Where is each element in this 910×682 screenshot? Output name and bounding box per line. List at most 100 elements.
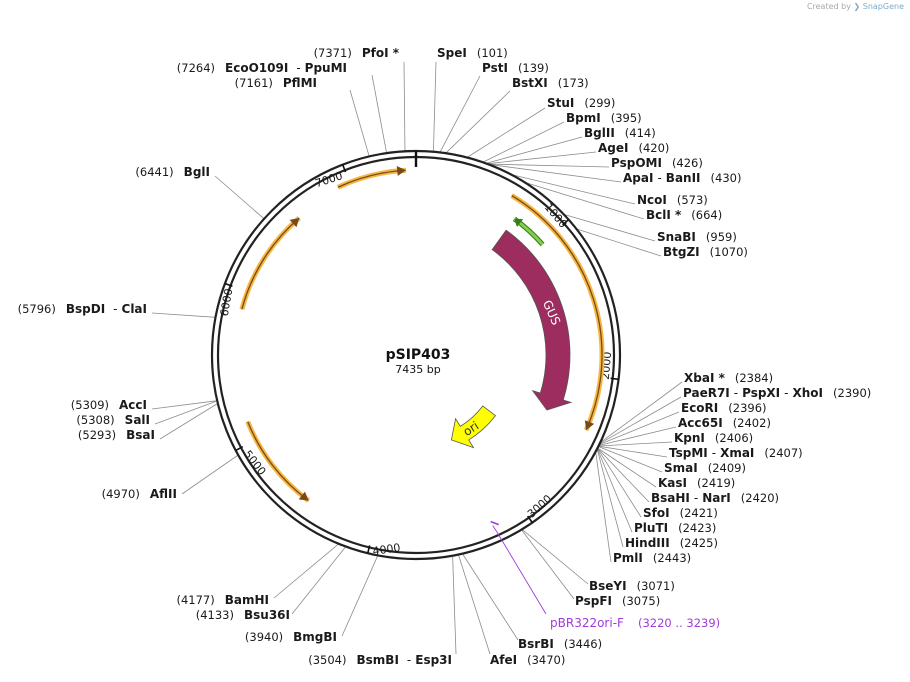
site-kasi[interactable]: KasI(2419)	[658, 476, 735, 490]
enzyme-name[interactable]: BseYI	[589, 579, 627, 593]
site-ecoo109i[interactable]: PpuMI-EcoO109I(7264)	[177, 61, 347, 75]
enzyme-name[interactable]: BglI	[184, 165, 210, 179]
enzyme-name[interactable]: Esp3I	[415, 653, 452, 667]
enzyme-name[interactable]: AflII	[150, 487, 177, 501]
site-pmli[interactable]: PmlI(2443)	[613, 551, 691, 565]
enzyme-name[interactable]: KpnI	[674, 431, 705, 445]
site-bgli[interactable]: BglI(6441)	[135, 165, 210, 179]
site-ncoi[interactable]: NcoI(573)	[637, 193, 708, 207]
site-bpmi[interactable]: BpmI(395)	[566, 111, 642, 125]
enzyme-name[interactable]: BsaHI	[651, 491, 690, 505]
site-psti[interactable]: PstI(139)	[482, 61, 549, 75]
enzyme-name[interactable]: NcoI	[637, 193, 667, 207]
feature-ori[interactable]: ori	[450, 405, 497, 449]
enzyme-name[interactable]: BtgZI	[663, 245, 700, 259]
enzyme-name[interactable]: StuI	[547, 96, 574, 110]
site-paer7i[interactable]: PaeR7I-PspXI-XhoI(2390)	[683, 386, 871, 400]
site-bspdi[interactable]: ClaI-BspDI(5796)	[18, 302, 147, 316]
enzyme-name[interactable]: PpuMI	[305, 61, 347, 75]
enzyme-name[interactable]: BsaI	[126, 428, 155, 442]
site-bsrbi[interactable]: BsrBI(3446)	[518, 637, 602, 651]
enzyme-name[interactable]: BmgBI	[293, 630, 337, 644]
site-btgzi[interactable]: BtgZI(1070)	[663, 245, 748, 259]
enzyme-name[interactable]: Acc65I	[678, 416, 723, 430]
site-bamhi[interactable]: BamHI(4177)	[176, 593, 269, 607]
enzyme-name[interactable]: SfoI	[643, 506, 670, 520]
site-hindiii[interactable]: HindIII(2425)	[625, 536, 718, 550]
site-aflii[interactable]: AflII(4970)	[102, 487, 177, 501]
enzyme-name[interactable]: BanII	[666, 171, 701, 185]
enzyme-name[interactable]: AfeI	[490, 653, 517, 667]
site-pluti[interactable]: PluTI(2423)	[634, 521, 716, 535]
site-kpni[interactable]: KpnI(2406)	[674, 431, 753, 445]
site-bsahi[interactable]: BsaHI-NarI(2420)	[651, 491, 779, 505]
site-bstxi[interactable]: BstXI(173)	[512, 76, 589, 90]
enzyme-name[interactable]: BglII	[584, 126, 615, 140]
feature-gus[interactable]: GUS	[491, 229, 573, 411]
enzyme-name[interactable]: SmaI	[664, 461, 698, 475]
feature-shape[interactable]	[450, 405, 497, 449]
site-bseyi[interactable]: BseYI(3071)	[589, 579, 675, 593]
enzyme-name[interactable]: TspMI	[669, 446, 708, 460]
enzyme-name[interactable]: XmaI	[720, 446, 754, 460]
enzyme-name[interactable]: SalI	[125, 413, 150, 427]
enzyme-name[interactable]: HindIII	[625, 536, 670, 550]
primer-name[interactable]: pBR322ori-F	[550, 616, 624, 630]
site-bsu36i[interactable]: Bsu36I(4133)	[196, 608, 290, 622]
enzyme-name[interactable]: PspXI	[742, 386, 780, 400]
enzyme-name[interactable]: AgeI	[598, 141, 628, 155]
site-afei[interactable]: AfeI(3470)	[490, 653, 565, 667]
enzyme-name[interactable]: XbaI *	[684, 371, 726, 385]
enzyme-name[interactable]: PluTI	[634, 521, 668, 535]
enzyme-name[interactable]: PspOMI	[611, 156, 662, 170]
enzyme-name[interactable]: PaeR7I	[683, 386, 730, 400]
site-bcli[interactable]: BclI *(664)	[646, 208, 722, 222]
enzyme-name[interactable]: BclI *	[646, 208, 682, 222]
site-snabi[interactable]: SnaBI(959)	[657, 230, 737, 244]
site-acc65i[interactable]: Acc65I(2402)	[678, 416, 771, 430]
enzyme-name[interactable]: SnaBI	[657, 230, 696, 244]
site-ecori[interactable]: EcoRI (2396)	[681, 401, 767, 415]
enzyme-name[interactable]: NarI	[702, 491, 731, 505]
site-pspomi[interactable]: PspOMI(426)	[611, 156, 703, 170]
enzyme-name[interactable]: PstI	[482, 61, 508, 75]
enzyme-name[interactable]: ClaI	[122, 302, 147, 316]
site-agei[interactable]: AgeI(420)	[598, 141, 669, 155]
enzyme-name[interactable]: ApaI	[623, 171, 653, 185]
enzyme-name[interactable]: EcoRI	[681, 401, 718, 415]
site-pflmi[interactable]: PflMI(7161)	[235, 76, 317, 90]
enzyme-name[interactable]: PfoI *	[362, 46, 400, 60]
site-position: (2396)	[728, 401, 766, 415]
site-bsai[interactable]: BsaI(5293)	[78, 428, 155, 442]
site-pspfi[interactable]: PspFI(3075)	[575, 594, 660, 608]
site-apai[interactable]: ApaI-BanII(430)	[623, 171, 741, 185]
site-smai[interactable]: SmaI(2409)	[664, 461, 746, 475]
enzyme-name[interactable]: BsrBI	[518, 637, 554, 651]
site-stui[interactable]: StuI(299)	[547, 96, 615, 110]
site-bsmbi[interactable]: Esp3I-BsmBI(3504)	[308, 653, 452, 667]
site-bglii[interactable]: BglII(414)	[584, 126, 656, 140]
site-pfoi[interactable]: PfoI *(7371)	[314, 46, 400, 60]
enzyme-name[interactable]: BspDI	[66, 302, 105, 316]
feature-shape[interactable]	[491, 229, 573, 411]
enzyme-name[interactable]: PflMI	[283, 76, 317, 90]
site-sfoi[interactable]: SfoI(2421)	[643, 506, 718, 520]
site-bmgbi[interactable]: BmgBI(3940)	[245, 630, 337, 644]
site-acci[interactable]: AccI(5309)	[71, 398, 147, 412]
site-sali[interactable]: SalI(5308)	[76, 413, 150, 427]
site-xbai[interactable]: XbaI *(2384)	[684, 371, 773, 385]
enzyme-name[interactable]: PspFI	[575, 594, 612, 608]
enzyme-name[interactable]: AccI	[119, 398, 147, 412]
enzyme-name[interactable]: PmlI	[613, 551, 643, 565]
enzyme-name[interactable]: XhoI	[793, 386, 824, 400]
enzyme-name[interactable]: EcoO109I	[225, 61, 288, 75]
site-tspmi[interactable]: TspMI-XmaI(2407)	[669, 446, 803, 460]
enzyme-name[interactable]: Bsu36I	[244, 608, 290, 622]
enzyme-name[interactable]: SpeI	[437, 46, 467, 60]
enzyme-name[interactable]: BsmBI	[357, 653, 399, 667]
enzyme-name[interactable]: KasI	[658, 476, 687, 490]
enzyme-name[interactable]: BpmI	[566, 111, 601, 125]
site-spei[interactable]: SpeI(101)	[437, 46, 508, 60]
enzyme-name[interactable]: BamHI	[225, 593, 269, 607]
enzyme-name[interactable]: BstXI	[512, 76, 548, 90]
